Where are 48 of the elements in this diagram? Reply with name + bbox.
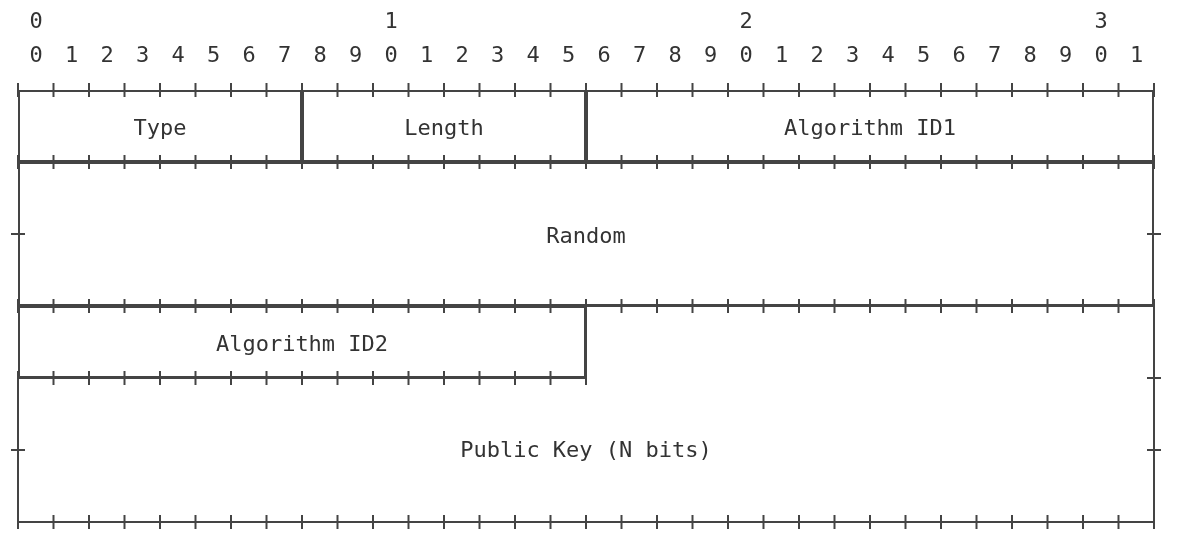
field-box	[18, 162, 1154, 306]
field-name: Algorithm ID1	[782, 114, 958, 142]
bit-number: 0	[383, 41, 399, 69]
field-name: Public Key (N bits)	[459, 436, 713, 464]
bit-number: 9	[347, 41, 364, 69]
bit-number: 7	[276, 41, 293, 69]
bit-number: 1	[418, 41, 435, 69]
bit-number: 3	[134, 41, 151, 69]
field-name: Random	[545, 222, 627, 250]
bit-number: 0	[1093, 41, 1109, 69]
bit-number: 6	[951, 41, 967, 69]
bit-number: 5	[915, 41, 932, 69]
bit-number: 6	[596, 41, 612, 69]
bit-number: 8	[667, 41, 683, 69]
bit-number: 8	[312, 41, 328, 69]
bit-number: 1	[383, 7, 399, 35]
bit-number: 0	[28, 41, 44, 69]
bit-number: 3	[489, 41, 506, 69]
bit-number: 2	[738, 7, 754, 35]
field-box	[18, 306, 586, 378]
bit-number: 7	[986, 41, 1003, 69]
bit-number: 2	[454, 41, 470, 69]
bit-number: 1	[1128, 41, 1145, 69]
field-name: Algorithm ID2	[214, 330, 390, 358]
field-box	[302, 90, 586, 162]
field-box	[18, 90, 302, 162]
field-outline	[18, 306, 1154, 522]
bit-number: 4	[525, 41, 541, 69]
bit-number: 2	[809, 41, 825, 69]
bit-number: 3	[844, 41, 861, 69]
bit-number: 2	[99, 41, 115, 69]
bit-number: 5	[205, 41, 222, 69]
bit-number: 1	[773, 41, 790, 69]
bit-number: 0	[28, 7, 44, 35]
bit-number: 9	[702, 41, 719, 69]
field-name: Type	[132, 114, 188, 142]
bit-number: 5	[560, 41, 577, 69]
bit-number: 9	[1057, 41, 1074, 69]
bit-number: 4	[880, 41, 896, 69]
field-name: Length	[403, 114, 485, 142]
bit-number: 8	[1022, 41, 1038, 69]
bit-number: 7	[631, 41, 648, 69]
bit-number: 3	[1093, 7, 1109, 35]
bit-number: 6	[241, 41, 257, 69]
bit-number: 0	[738, 41, 754, 69]
field-box	[586, 90, 1154, 162]
bit-number: 1	[63, 41, 80, 69]
bit-number: 4	[170, 41, 186, 69]
